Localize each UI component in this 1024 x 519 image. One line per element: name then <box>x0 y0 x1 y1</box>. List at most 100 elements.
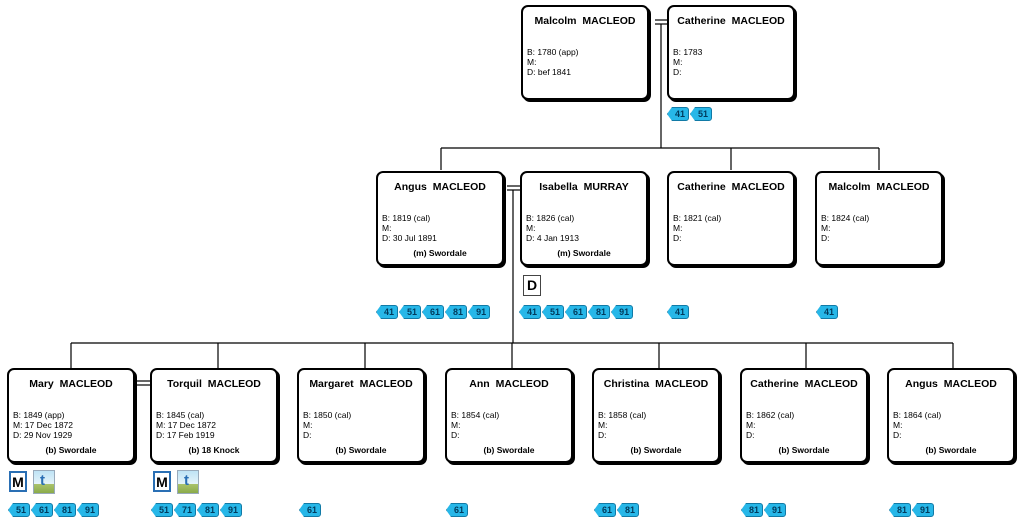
marriage-document-icon[interactable]: M <box>153 471 171 492</box>
death-fact: D: 4 Jan 1913 <box>526 233 579 243</box>
birth-fact: B: 1864 (cal) <box>893 410 942 420</box>
death-fact: D: <box>673 233 682 243</box>
marriage-fact: M: <box>673 57 683 67</box>
birth-fact: B: 1819 (cal) <box>382 213 431 223</box>
marriage-document-icon[interactable]: M <box>9 471 27 492</box>
census-tag[interactable]: 51 <box>542 305 565 319</box>
person-box-torquil-macleod[interactable]: Torquil MACLEOD B: 1845 (cal) M: 17 Dec … <box>150 368 278 463</box>
birth-fact: B: 1783 <box>673 47 703 57</box>
birth-fact: B: 1858 (cal) <box>598 410 647 420</box>
place-label: (b) Swordale <box>925 445 977 455</box>
person-facts: B: 1821 (cal) M: D: <box>673 213 721 243</box>
birth-fact: B: 1826 (cal) <box>526 213 575 223</box>
marriage-fact: M: <box>746 420 756 430</box>
person-facts: B: 1862 (cal) M: D: <box>746 410 794 440</box>
census-tag[interactable]: 71 <box>174 503 197 517</box>
person-box-malcolm-macleod-grandfather[interactable]: Malcolm MACLEOD B: 1780 (app) M: D: bef … <box>521 5 649 100</box>
census-tag[interactable]: 91 <box>220 503 243 517</box>
marriage-fact: M: <box>673 223 683 233</box>
marriage-fact: M: <box>527 57 537 67</box>
census-tag[interactable]: 91 <box>764 503 787 517</box>
death-document-icon[interactable]: D <box>523 275 541 296</box>
census-tag[interactable]: 61 <box>446 503 469 517</box>
person-name: Torquil MACLEOD <box>167 378 261 390</box>
census-tag[interactable]: 61 <box>594 503 617 517</box>
census-tag[interactable]: 51 <box>8 503 31 517</box>
census-tag[interactable]: 41 <box>519 305 542 319</box>
person-box-malcolm-macleod-uncle[interactable]: Malcolm MACLEOD B: 1824 (cal) M: D: <box>815 171 943 266</box>
birth-fact: B: 1780 (app) <box>527 47 579 57</box>
census-tag[interactable]: 41 <box>376 305 399 319</box>
place-label: (b) Swordale <box>483 445 535 455</box>
person-box-isabella-murray-mother[interactable]: Isabella MURRAY B: 1826 (cal) M: D: 4 Ja… <box>520 171 648 266</box>
place-label: (m) Swordale <box>557 248 611 258</box>
person-facts: B: 1854 (cal) M: D: <box>451 410 499 440</box>
birth-fact: B: 1849 (app) <box>13 410 65 420</box>
person-box-catherine-macleod-grandmother[interactable]: Catherine MACLEOD B: 1783 M: D: <box>667 5 795 100</box>
person-facts: B: 1819 (cal) M: D: 30 Jul 1891 <box>382 213 437 243</box>
person-box-ann-macleod[interactable]: Ann MACLEOD B: 1854 (cal) M: D: (b) Swor… <box>445 368 573 463</box>
death-fact: D: <box>893 430 902 440</box>
census-tag[interactable]: 81 <box>889 503 912 517</box>
person-facts: B: 1780 (app) M: D: bef 1841 <box>527 47 579 77</box>
person-box-mary-macleod[interactable]: Mary MACLEOD B: 1849 (app) M: 17 Dec 187… <box>7 368 135 463</box>
census-tag[interactable]: 81 <box>445 305 468 319</box>
person-facts: B: 1849 (app) M: 17 Dec 1872 D: 29 Nov 1… <box>13 410 73 440</box>
census-tag[interactable]: 81 <box>588 305 611 319</box>
person-name: Malcolm MACLEOD <box>828 181 930 193</box>
census-tag[interactable]: 51 <box>690 107 713 121</box>
census-tag[interactable]: 41 <box>667 107 690 121</box>
person-facts: B: 1783 M: D: <box>673 47 702 77</box>
headstone-icon[interactable]: t <box>177 470 199 494</box>
person-box-angus-macleod-child[interactable]: Angus MACLEOD B: 1864 (cal) M: D: (b) Sw… <box>887 368 1015 463</box>
census-tag[interactable]: 61 <box>565 305 588 319</box>
birth-fact: B: 1824 (cal) <box>821 213 870 223</box>
death-fact: D: 29 Nov 1929 <box>13 430 73 440</box>
person-name: Isabella MURRAY <box>539 181 629 193</box>
census-tag[interactable]: 81 <box>617 503 640 517</box>
death-fact: D: <box>673 67 682 77</box>
census-tag[interactable]: 61 <box>31 503 54 517</box>
person-box-catherine-macleod-aunt[interactable]: Catherine MACLEOD B: 1821 (cal) M: D: <box>667 171 795 266</box>
headstone-icon[interactable]: t <box>33 470 55 494</box>
death-fact: D: 17 Feb 1919 <box>156 430 215 440</box>
census-tag[interactable]: 61 <box>299 503 322 517</box>
death-fact: D: bef 1841 <box>527 67 571 77</box>
person-facts: B: 1858 (cal) M: D: <box>598 410 646 440</box>
place-label: (b) Swordale <box>335 445 387 455</box>
census-tag[interactable]: 41 <box>816 305 839 319</box>
marriage-fact: M: <box>893 420 903 430</box>
marriage-fact: M: 17 Dec 1872 <box>156 420 217 430</box>
person-name: Angus MACLEOD <box>394 181 486 193</box>
person-name: Catherine MACLEOD <box>677 181 785 193</box>
person-facts: B: 1824 (cal) M: D: <box>821 213 869 243</box>
census-tag[interactable]: 41 <box>667 305 690 319</box>
birth-fact: B: 1821 (cal) <box>673 213 722 223</box>
census-tag[interactable]: 91 <box>77 503 100 517</box>
census-tag[interactable]: 81 <box>54 503 77 517</box>
person-box-christina-macleod[interactable]: Christina MACLEOD B: 1858 (cal) M: D: (b… <box>592 368 720 463</box>
person-name: Malcolm MACLEOD <box>534 15 636 27</box>
person-box-catherine-macleod-child[interactable]: Catherine MACLEOD B: 1862 (cal) M: D: (b… <box>740 368 868 463</box>
death-fact: D: <box>303 430 312 440</box>
census-tag[interactable]: 61 <box>422 305 445 319</box>
person-box-margaret-macleod[interactable]: Margaret MACLEOD B: 1850 (cal) M: D: (b)… <box>297 368 425 463</box>
person-facts: B: 1850 (cal) M: D: <box>303 410 351 440</box>
person-box-angus-macleod-father[interactable]: Angus MACLEOD B: 1819 (cal) M: D: 30 Jul… <box>376 171 504 266</box>
census-tag[interactable]: 91 <box>611 305 634 319</box>
headstone-cross-glyph: t <box>40 472 45 489</box>
census-tag[interactable]: 51 <box>399 305 422 319</box>
census-tag[interactable]: 81 <box>741 503 764 517</box>
census-tag[interactable]: 91 <box>468 305 491 319</box>
census-tag[interactable]: 91 <box>912 503 935 517</box>
death-fact: D: <box>598 430 607 440</box>
census-tag[interactable]: 81 <box>197 503 220 517</box>
census-tags-malcolm-uncle: 41 <box>816 302 839 319</box>
census-tag[interactable]: 51 <box>151 503 174 517</box>
